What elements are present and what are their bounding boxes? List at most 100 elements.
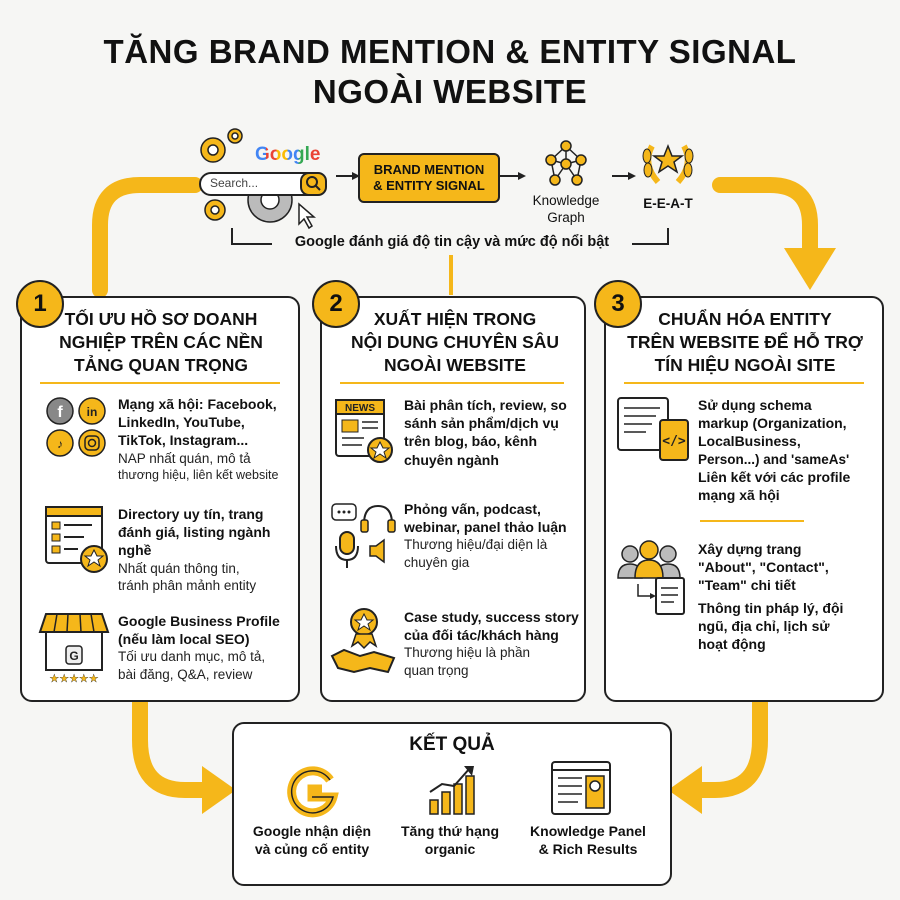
result-item-2: Tăng thứ hạng organic <box>382 822 518 858</box>
column-2-title: XUẤT HIỆN TRONG NỘI DUNG CHUYÊN SÂU NGOÀ… <box>330 308 580 376</box>
item-main-line: TikTok, Instagram... <box>118 432 249 449</box>
flow-arrow-right-top <box>712 177 818 258</box>
news-label: NEWS <box>345 403 375 414</box>
divider <box>700 520 804 522</box>
news-icon: NEWS <box>335 399 393 463</box>
divider <box>340 382 564 384</box>
kg-line2: Graph <box>547 209 585 225</box>
search-placeholder: Search... <box>210 176 259 190</box>
result-item-line: & Rich Results <box>538 841 638 858</box>
knowledge-panel-icon <box>551 761 611 815</box>
column-1-title-line1: TỐI ƯU HỒ SƠ DOANH <box>64 309 258 329</box>
arrow-head-right-top <box>784 248 836 290</box>
column-1-item-1: Mạng xã hội: Facebook, LinkedIn, YouTube… <box>118 395 294 483</box>
result-item-3: Knowledge Panel & Rich Results <box>518 822 658 858</box>
result-item-line: organic <box>424 841 476 858</box>
result-title: KẾT QUẢ <box>409 734 495 755</box>
item-main-line: Person...) and 'sameAs' <box>698 451 850 467</box>
column-1-title: TỐI ƯU HỒ SƠ DOANH NGHIỆP TRÊN CÁC NỀN T… <box>30 308 292 376</box>
kg-line1: Knowledge <box>532 193 600 208</box>
item-main-line: Bài phân tích, review, so <box>404 397 567 413</box>
step-3-badge: 3 <box>594 280 642 328</box>
column-2-title-line1: XUẤT HIỆN TRONG <box>373 309 537 329</box>
item-main-line: markup (Organization, <box>698 415 847 432</box>
google-g-icon <box>287 766 339 818</box>
item-main-line: Phỏng vấn, podcast, <box>404 501 541 517</box>
item-sub-line: Thương hiệu là phần <box>404 645 530 661</box>
svg-text:</>: </> <box>662 434 686 449</box>
item-main-line: Sử dụng schema <box>698 397 812 413</box>
result-item-1: Google nhận diện và củng cố entity <box>242 822 382 858</box>
item-sub-line: Thương hiệu/đại diện là <box>404 537 548 553</box>
item-sub-line: bài đăng, Q&A, review <box>118 666 253 682</box>
item-sub-line: quan trọng <box>404 662 469 678</box>
storefront-icon: G ★★★★★ <box>38 613 110 685</box>
knowledge-graph-label: Knowledge Graph <box>516 193 616 227</box>
pill-line1: BRAND MENTION <box>373 161 485 177</box>
eeat-label: E-E-A-T <box>643 196 693 211</box>
column-3-item-2: Xây dựng trang "About", "Contact", "Team… <box>698 540 878 653</box>
svg-text:f: f <box>57 404 63 421</box>
item-main-line: hoạt động <box>698 635 766 652</box>
item-main-line: LocalBusiness, <box>698 433 801 450</box>
column-2-item-3: Case study, success story của đối tác/kh… <box>404 608 580 679</box>
item-sub-line: chuyên gia <box>404 554 470 570</box>
item-sub-line: Nhất quán thông tin, <box>118 560 240 576</box>
column-3-item-1: Sử dụng schema markup (Organization, Loc… <box>698 396 878 504</box>
arrow-head-right-bottom <box>668 766 702 814</box>
column-2-title-line3: NGOÀI WEBSITE <box>384 354 526 375</box>
column-1-item-3: Google Business Profile (nếu làm local S… <box>118 612 294 683</box>
item-main-line: Thông tin pháp lý, đội <box>698 599 844 616</box>
google-logo: Google <box>255 144 320 166</box>
directory-icon <box>45 506 108 573</box>
item-main-line: "Team" chi tiết <box>698 577 796 594</box>
laurel-star-icon <box>642 143 694 184</box>
item-main-line: mạng xã hội <box>698 487 780 504</box>
column-3-card <box>604 296 884 702</box>
item-sub-line: NAP nhất quán, mô tả <box>118 450 251 466</box>
svg-text:★★★★★: ★★★★★ <box>49 672 98 685</box>
growth-chart-icon <box>429 766 475 815</box>
item-main-line: đánh giá, listing ngành <box>118 524 271 541</box>
column-1-item-2: Directory uy tín, trang đánh giá, listin… <box>118 505 294 595</box>
team-doc-icon <box>617 540 685 615</box>
item-sub-line: Tối ưu danh mục, mô tả, <box>118 649 266 665</box>
column-3-title: CHUẨN HÓA ENTITY TRÊN WEBSITE ĐỂ HỖ TRỢ … <box>612 308 878 376</box>
pill-line2: & ENTITY SIGNAL <box>373 178 485 193</box>
step-1-badge: 1 <box>16 280 64 328</box>
brand-mention-pill: BRAND MENTION & ENTITY SIGNAL <box>358 153 500 203</box>
arrow-head-left-bottom <box>202 766 236 814</box>
item-main-line: ngũ, địa chỉ, lịch sử <box>698 617 830 634</box>
item-main-line: sánh sản phẩm/dịch vụ <box>404 415 559 432</box>
divider <box>40 382 280 384</box>
column-1-title-line2: NGHIỆP TRÊN CÁC NỀN <box>59 331 263 352</box>
item-main-line: webinar, panel thảo luận <box>404 519 567 536</box>
knowledge-graph-icon <box>545 140 587 186</box>
item-main-line: Case study, success story <box>404 609 579 625</box>
step-2-badge: 2 <box>312 280 360 328</box>
column-1-title-line3: TẢNG QUAN TRỌNG <box>73 354 249 375</box>
flow-arrow-right-bottom <box>692 692 768 798</box>
social-icons: f in ♪ <box>46 397 106 457</box>
google-evaluates-caption: Google đánh giá độ tin cậy và mức độ nổi… <box>294 234 610 250</box>
result-item-line: Tăng thứ hạng <box>400 823 499 839</box>
handshake-icon <box>330 608 396 674</box>
item-main-line: Directory uy tín, trang <box>118 506 264 522</box>
item-main-line: "About", "Contact", <box>698 559 829 576</box>
column-2-item-1: Bài phân tích, review, so sánh sản phẩm/… <box>404 396 580 469</box>
item-main-line: Mạng xã hội: Facebook, <box>118 396 277 412</box>
item-main-line: Liên kết với các profile <box>698 469 851 486</box>
result-item-line: Google nhận diện <box>252 823 372 839</box>
svg-text:G: G <box>69 649 78 663</box>
divider <box>624 382 864 384</box>
column-2-title-line2: NỘI DUNG CHUYÊN SÂU <box>350 331 560 352</box>
podcast-icon <box>331 503 396 568</box>
column-3-title-line1: CHUẨN HÓA ENTITY <box>658 309 832 329</box>
google-search-gears-icon <box>199 128 327 230</box>
flow-arrow-left-top <box>92 177 203 298</box>
column-3-title-line2: TRÊN WEBSITE ĐỂ HỖ TRỢ <box>627 331 863 352</box>
item-main-line: của đối tác/khách hàng <box>404 627 559 644</box>
item-sub-line: thương hiệu, liên kết website <box>118 468 279 483</box>
column-2-item-2: Phỏng vấn, podcast, webinar, panel thảo … <box>404 500 580 571</box>
